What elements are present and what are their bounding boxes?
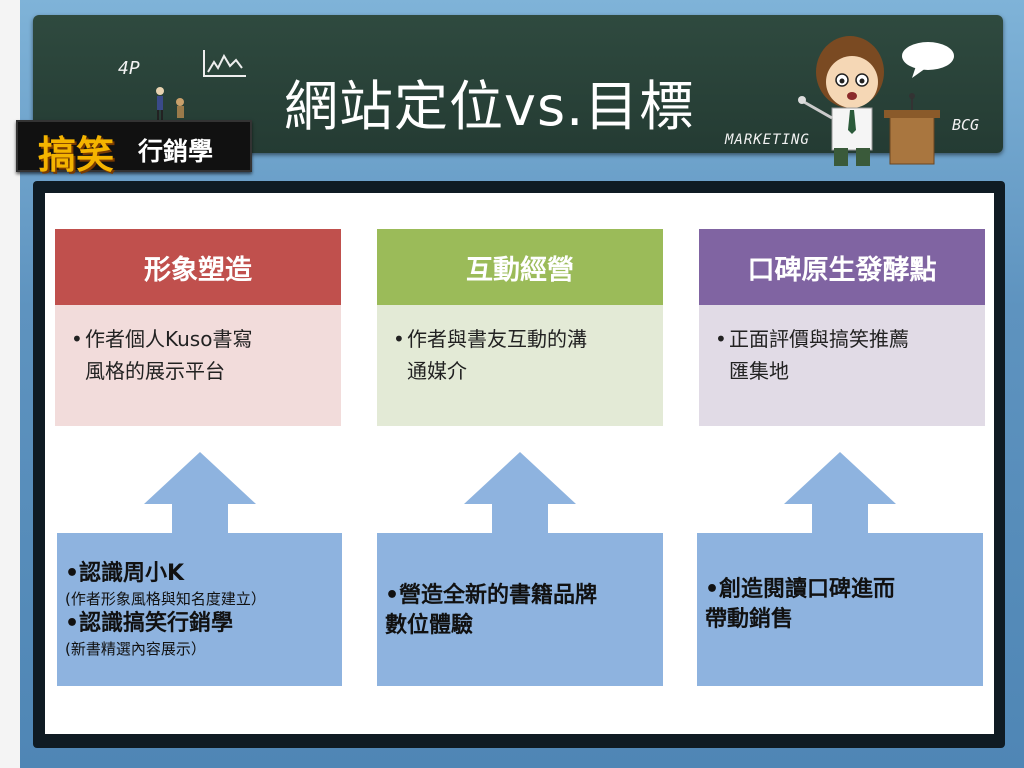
- goal-text-line2: 通媒介: [407, 359, 467, 383]
- up-arrow-icon: [144, 452, 256, 536]
- chalk-bcg-label: BCG: [952, 116, 980, 134]
- chalk-people-icon: [156, 87, 184, 120]
- goal-text-line1: 作者與書友互動的溝: [407, 327, 587, 351]
- goal-text: 作者與書友互動的溝通媒介: [407, 323, 587, 387]
- goal-text-line2: 匯集地: [729, 359, 789, 383]
- up-arrow-icon: [464, 452, 576, 536]
- bullet-dot: •: [715, 327, 727, 351]
- goal-text-line1: 正面評價與搞笑推薦: [729, 327, 909, 351]
- strategy-block-brand: •營造全新的書籍品牌 數位體驗: [377, 533, 663, 686]
- goal-bullet: • 作者個人Kuso書寫風格的展示平台: [71, 323, 325, 387]
- goal-heading-word-of-mouth: 口碑原生發酵點: [699, 229, 985, 305]
- cartoon-teacher-icon: [798, 36, 940, 166]
- chalk-marketing-label: MARKETING: [725, 132, 810, 148]
- page-title: 網站定位vs.目標: [284, 75, 695, 138]
- chalk-4p-label: 4P: [118, 58, 140, 79]
- strategy-block-sales: •創造閱讀口碑進而 帶動銷售: [697, 533, 983, 686]
- strategy-line: •營造全新的書籍品牌: [385, 583, 598, 608]
- chalk-chart-icon: [203, 50, 246, 77]
- strategy-line: 帶動銷售: [705, 607, 794, 632]
- page-edge: [0, 0, 20, 768]
- goal-heading-interaction: 互動經營: [377, 229, 663, 305]
- goal-body-word-of-mouth: • 正面評價與搞笑推薦匯集地: [699, 305, 985, 426]
- goal-body-image: • 作者個人Kuso書寫風格的展示平台: [55, 305, 341, 426]
- goal-text: 作者個人Kuso書寫風格的展示平台: [85, 323, 252, 387]
- goal-heading-image: 形象塑造: [55, 229, 341, 305]
- strategy-line: •認識周小K: [65, 561, 185, 586]
- goal-body-interaction: • 作者與書友互動的溝通媒介: [377, 305, 663, 426]
- strategy-subnote: (作者形象風格與知名度建立）: [65, 590, 266, 608]
- logo-main-text: 搞笑: [38, 133, 115, 177]
- goal-text-line2: 風格的展示平台: [85, 359, 225, 383]
- goal-bullet: • 正面評價與搞笑推薦匯集地: [715, 323, 969, 387]
- strategy-subnote: (新書精選內容展示）: [65, 640, 206, 658]
- brand-logo: 搞笑 行銷學: [16, 120, 252, 177]
- strategy-line: •認識搞笑行銷學: [65, 611, 234, 636]
- strategy-line: 數位體驗: [385, 613, 474, 638]
- bullet-dot: •: [393, 327, 405, 351]
- bullet-dot: •: [71, 327, 83, 351]
- goal-text-line1: 作者個人Kuso書寫: [85, 327, 253, 351]
- goal-bullet: • 作者與書友互動的溝通媒介: [393, 323, 647, 387]
- strategy-line: •創造閱讀口碑進而: [705, 577, 896, 602]
- logo-sub-text: 行銷學: [138, 137, 214, 166]
- up-arrow-icon: [784, 452, 896, 536]
- goal-text: 正面評價與搞笑推薦匯集地: [729, 323, 909, 387]
- strategy-block-recognition: •認識周小K (作者形象風格與知名度建立） •認識搞笑行銷學 (新書精選內容展示…: [57, 533, 342, 686]
- speech-bubble-icon: [902, 42, 954, 78]
